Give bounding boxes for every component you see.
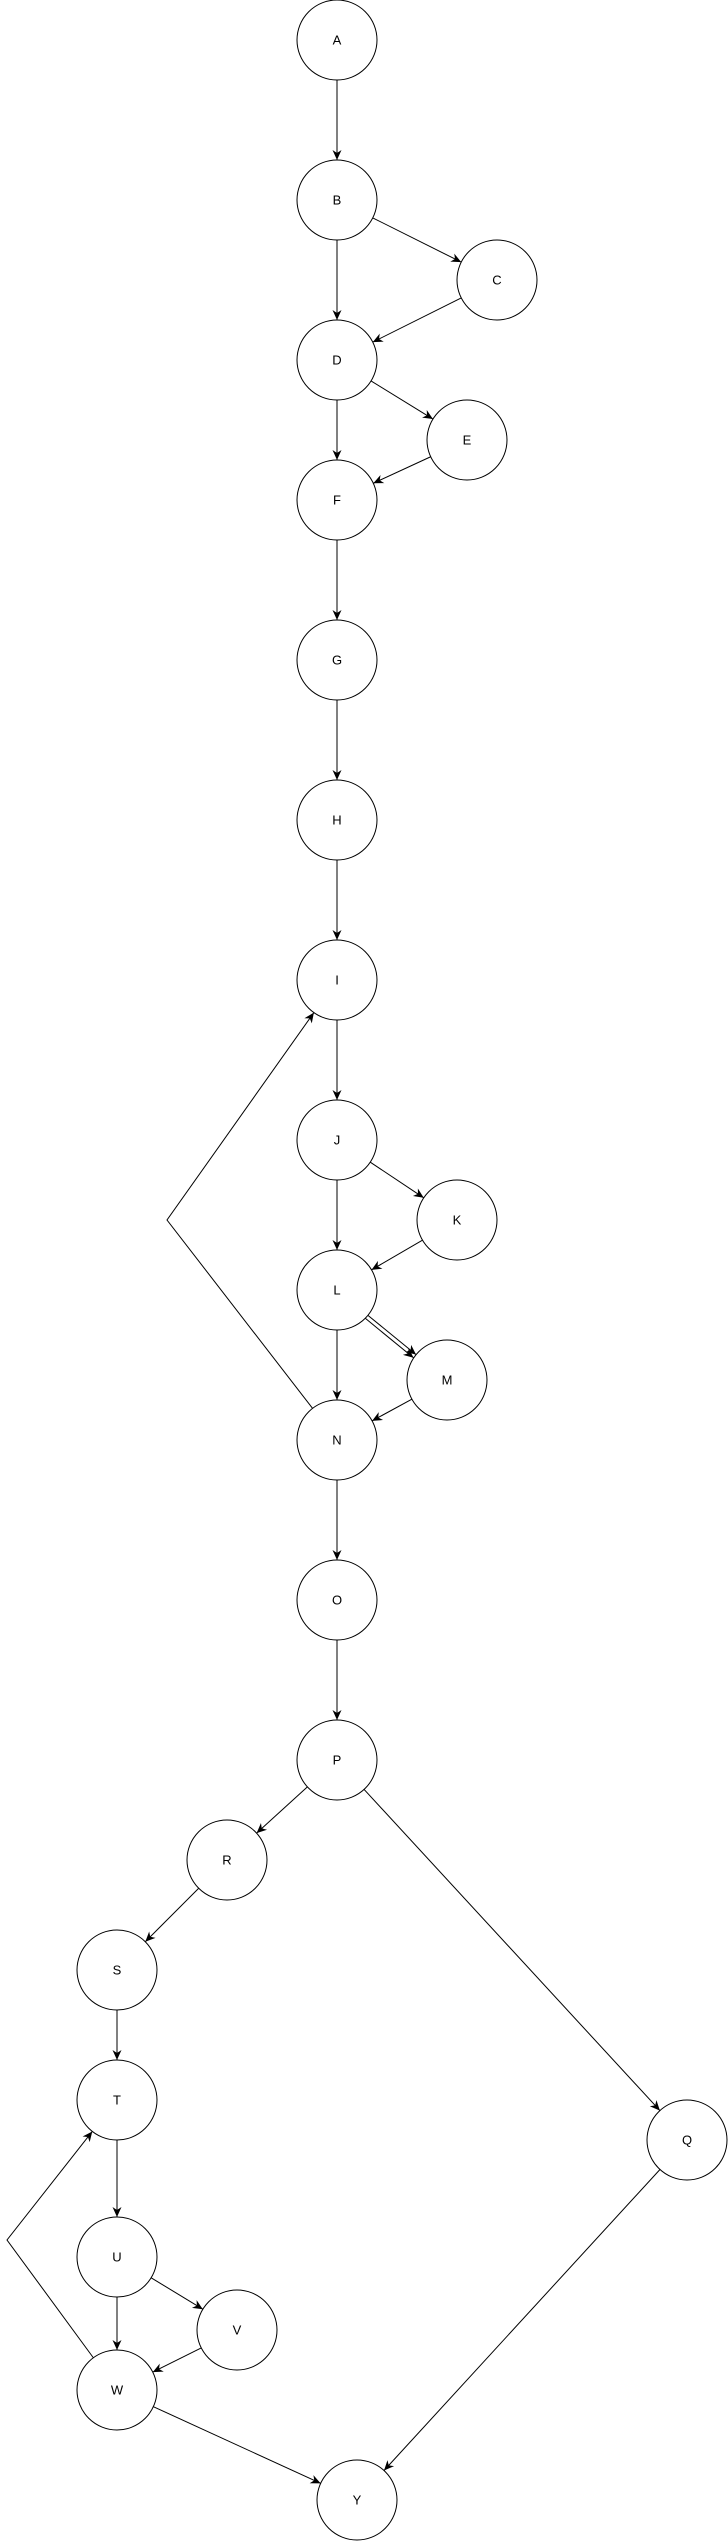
node-a: A — [296, 0, 378, 81]
node-u: U — [76, 2216, 158, 2298]
node-circle — [296, 319, 378, 401]
node-f: F — [296, 459, 378, 541]
edge-p-to-q — [363, 1789, 661, 2111]
node-circle — [296, 1399, 378, 1481]
node-label: V — [233, 2323, 242, 2338]
node-h: H — [296, 779, 378, 861]
edges-layer — [6, 80, 661, 2484]
node-circle — [296, 619, 378, 701]
edge-u-to-v — [150, 2277, 204, 2310]
node-label: N — [332, 1433, 341, 1448]
node-label: W — [111, 2383, 124, 2398]
node-circle — [406, 1339, 488, 1421]
node-label: Y — [353, 2493, 362, 2508]
edge-b-to-c — [372, 217, 462, 263]
node-label: O — [332, 1593, 342, 1608]
edge-m-to-n — [371, 1398, 413, 1422]
node-w: W — [76, 2349, 158, 2431]
node-t: T — [76, 2059, 158, 2141]
node-o: O — [296, 1559, 378, 1641]
edge-p-to-r — [256, 1786, 308, 1834]
node-circle — [186, 1819, 268, 1901]
node-circle — [296, 0, 378, 81]
edge-v-to-w — [152, 2347, 202, 2373]
node-label: C — [492, 273, 501, 288]
node-label: J — [334, 1133, 341, 1148]
edge-j-to-k — [370, 1161, 424, 1199]
node-circle — [196, 2289, 278, 2371]
node-circle — [416, 1179, 498, 1261]
node-label: K — [453, 1213, 462, 1228]
node-circle — [296, 459, 378, 541]
edge-w-to-y — [153, 2406, 321, 2484]
node-v: V — [196, 2289, 278, 2371]
node-circle — [646, 2099, 728, 2181]
node-d: D — [296, 319, 378, 401]
edge-l-to-m — [367, 1314, 417, 1356]
node-circle — [426, 399, 508, 481]
node-circle — [76, 2216, 158, 2298]
node-circle — [316, 2459, 398, 2541]
node-circle — [296, 1099, 378, 1181]
node-r: R — [186, 1819, 268, 1901]
node-m: M — [406, 1339, 488, 1421]
node-n: N — [296, 1399, 378, 1481]
node-label: F — [333, 493, 341, 508]
edge-q-to-y — [383, 2169, 661, 2471]
node-circle — [456, 239, 538, 321]
node-circle — [296, 779, 378, 861]
node-y: Y — [316, 2459, 398, 2541]
node-c: C — [456, 239, 538, 321]
node-g: G — [296, 619, 378, 701]
node-label: B — [333, 193, 342, 208]
node-label: T — [113, 2093, 121, 2108]
node-l: L — [296, 1249, 378, 1331]
node-e: E — [426, 399, 508, 481]
node-label: R — [222, 1853, 231, 1868]
node-label: S — [113, 1963, 122, 1978]
node-label: M — [442, 1373, 453, 1388]
node-circle — [296, 1249, 378, 1331]
edge-w-to-t — [6, 2131, 94, 2359]
node-label: H — [332, 813, 341, 828]
edge-r-to-s — [144, 1887, 200, 1943]
node-circle — [296, 939, 378, 1021]
node-q: Q — [646, 2099, 728, 2181]
node-circle — [76, 2059, 158, 2141]
node-circle — [296, 1719, 378, 1801]
node-label: I — [335, 973, 339, 988]
edge-l-to-m — [365, 1318, 414, 1359]
node-b: B — [296, 159, 378, 241]
edge-n-to-i — [166, 1012, 315, 1409]
edge-k-to-l — [371, 1239, 423, 1271]
node-circle — [76, 2349, 158, 2431]
nodes-layer: A B C D E F G H I J K L M N O P R S T Q U V W Y — [76, 0, 728, 2541]
edge-c-to-d — [372, 297, 462, 343]
node-label: G — [332, 653, 342, 668]
node-circle — [296, 159, 378, 241]
node-label: Q — [682, 2133, 692, 2148]
node-label: L — [333, 1283, 340, 1298]
node-label: E — [463, 433, 472, 448]
node-s: S — [76, 1929, 158, 2011]
node-circle — [76, 1929, 158, 2011]
edge-d-to-e — [370, 380, 434, 420]
node-label: U — [112, 2250, 121, 2265]
node-p: P — [296, 1719, 378, 1801]
edge-e-to-f — [373, 456, 431, 484]
node-label: D — [332, 353, 341, 368]
node-j: J — [296, 1099, 378, 1181]
node-i: I — [296, 939, 378, 1021]
node-label: P — [333, 1753, 342, 1768]
node-circle — [296, 1559, 378, 1641]
node-k: K — [416, 1179, 498, 1261]
node-label: A — [333, 33, 342, 48]
